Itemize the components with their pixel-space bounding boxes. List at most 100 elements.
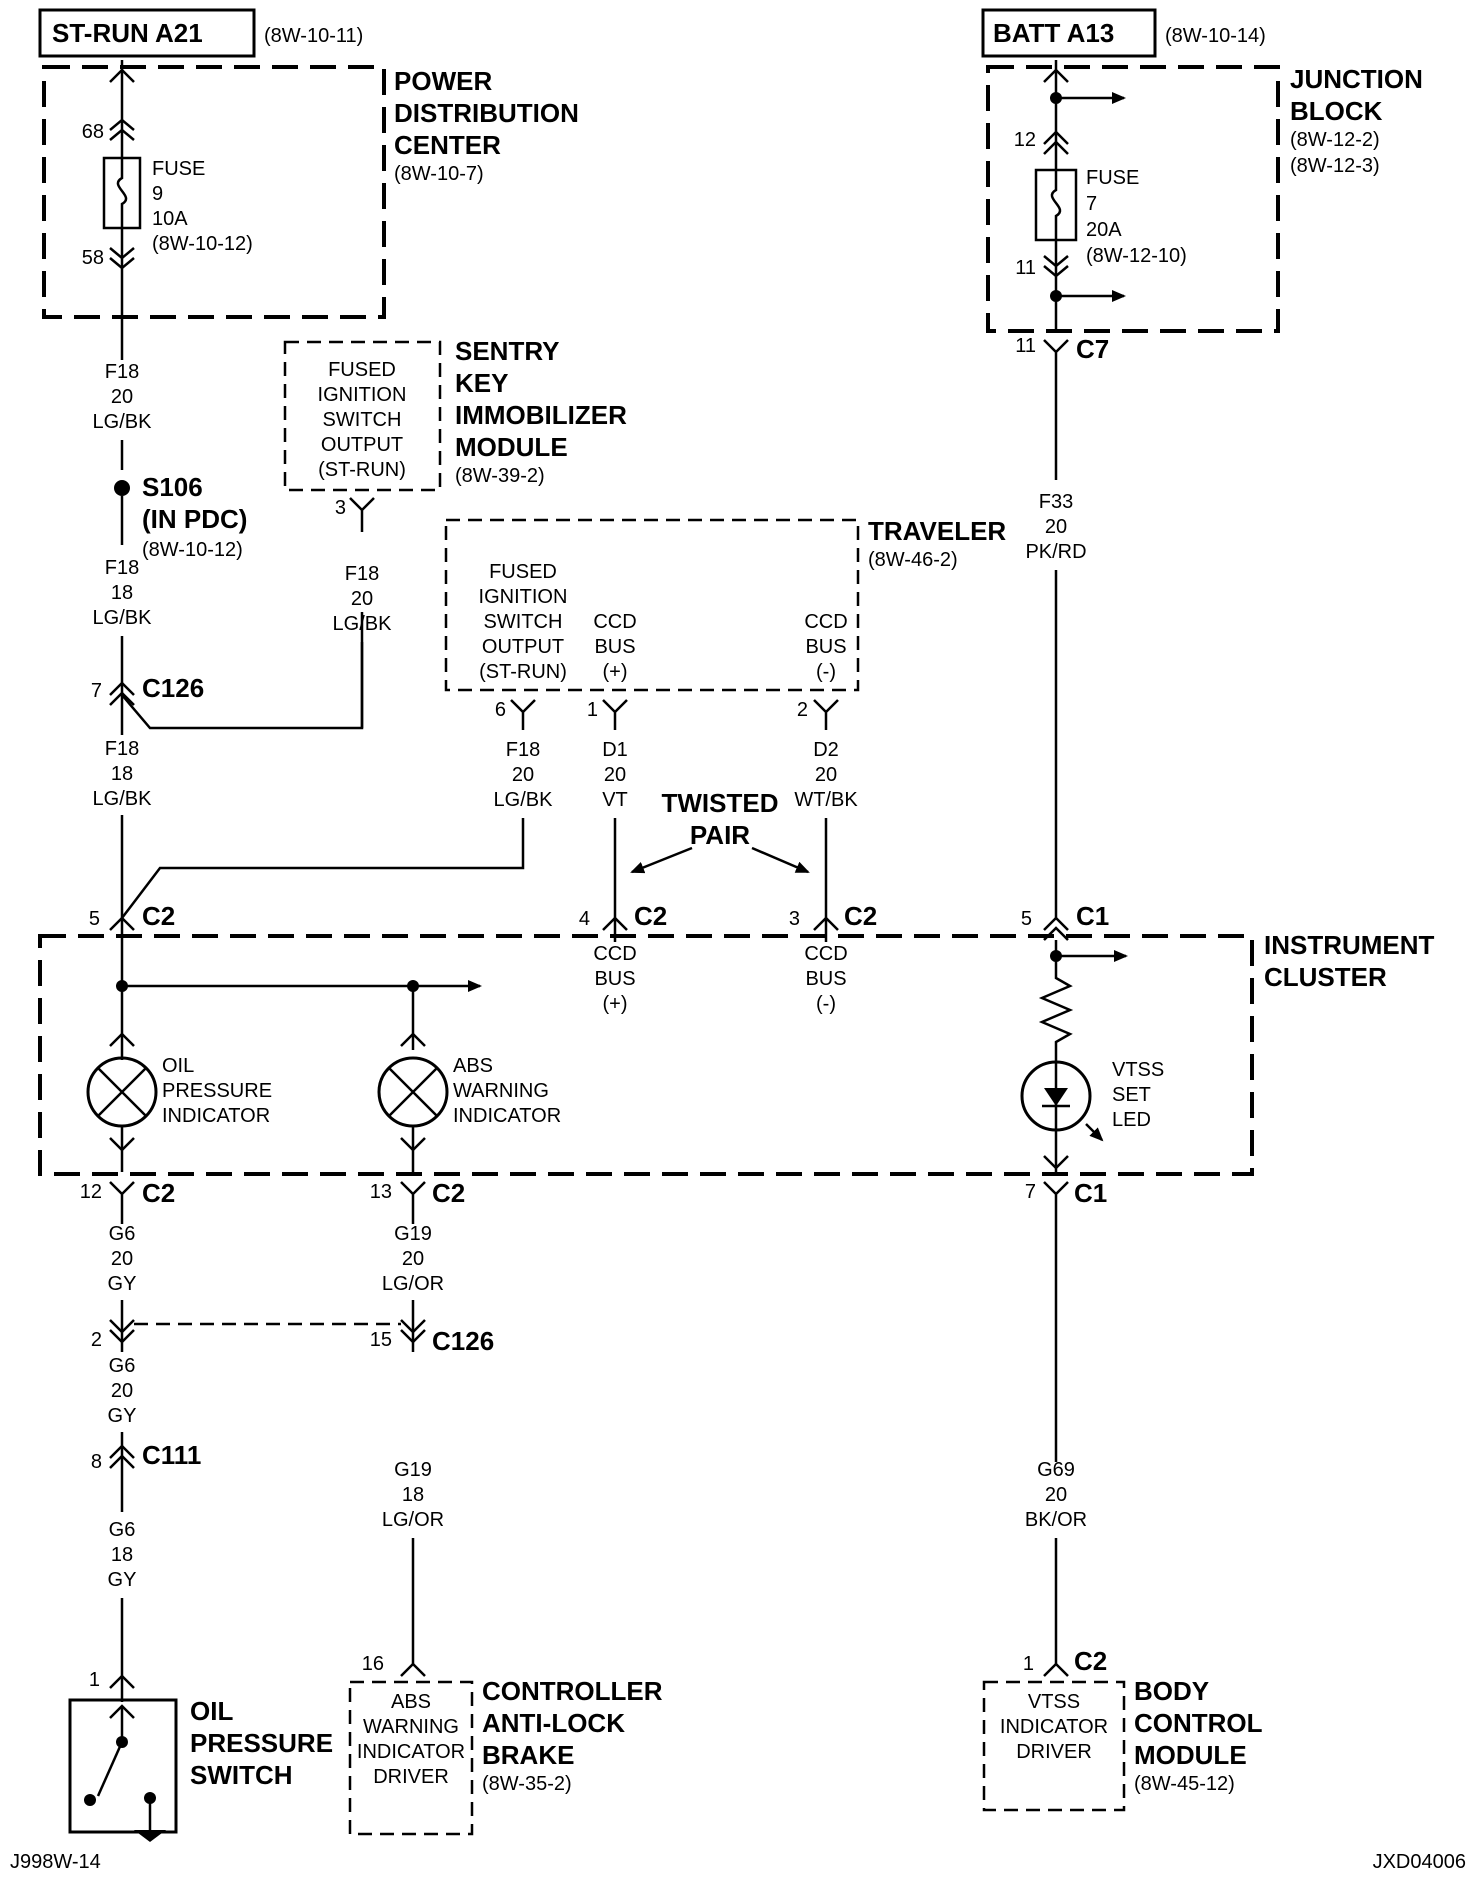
- cluster-top-pin-3: 3: [789, 908, 800, 930]
- svg-text:G19: G19: [394, 1223, 432, 1245]
- svg-text:LG/OR: LG/OR: [382, 1509, 444, 1531]
- splice-s106-dot: [114, 480, 130, 496]
- wire-label-f33: F33 20 PK/RD: [1025, 491, 1086, 563]
- svg-text:(+): (+): [603, 993, 628, 1015]
- power-distribution-center: POWER DISTRIBUTION CENTER (8W-10-7): [42, 65, 579, 319]
- svg-text:LG/BK: LG/BK: [494, 789, 554, 811]
- svg-text:GY: GY: [108, 1569, 137, 1591]
- pdc-pin-in: 68: [82, 121, 104, 143]
- sentry-key-immobilizer-module: FUSED IGNITION SWITCH OUTPUT (ST-RUN) SE…: [283, 336, 627, 492]
- c126-top-pin: 7: [91, 680, 102, 702]
- c7-pin: 11: [1015, 335, 1036, 357]
- fuse-9: FUSE 9 10A (8W-10-12): [102, 150, 253, 255]
- svg-text:D2: D2: [813, 739, 839, 761]
- svg-text:G6: G6: [109, 1519, 136, 1541]
- bcm-conn: C2: [1074, 1646, 1107, 1676]
- svg-text:BUS: BUS: [805, 968, 846, 990]
- vtss-set-led-icon: [1020, 1060, 1104, 1172]
- svg-text:(-): (-): [816, 993, 836, 1015]
- svg-text:MODULE: MODULE: [455, 432, 568, 462]
- svg-text:LG/BK: LG/BK: [333, 613, 393, 635]
- svg-text:INSTRUMENT: INSTRUMENT: [1264, 930, 1435, 960]
- wire-label-g6-c: G6 18 GY: [108, 1519, 137, 1591]
- cluster-top-name-3: C2: [844, 901, 877, 931]
- cluster-bottom-name-3: C1: [1074, 1178, 1107, 1208]
- svg-text:DRIVER: DRIVER: [373, 1766, 449, 1788]
- svg-text:IGNITION: IGNITION: [318, 384, 407, 406]
- fuse9-l1: FUSE: [152, 158, 205, 180]
- svg-text:CCD: CCD: [804, 611, 847, 633]
- oil-switch-pin: 1: [89, 1669, 100, 1691]
- svg-text:LG/BK: LG/BK: [93, 607, 153, 629]
- svg-text:CCD: CCD: [593, 943, 636, 965]
- svg-text:18: 18: [111, 1544, 133, 1566]
- svg-text:BUS: BUS: [594, 968, 635, 990]
- svg-text:ABS: ABS: [391, 1691, 431, 1713]
- svg-text:OIL: OIL: [190, 1696, 233, 1726]
- svg-text:SWITCH: SWITCH: [190, 1760, 293, 1790]
- svg-text:TRAVELER: TRAVELER: [868, 516, 1006, 546]
- cluster-bottom-pin-2: 13: [370, 1181, 392, 1203]
- svg-text:F18: F18: [345, 563, 379, 585]
- svg-text:F18: F18: [105, 738, 139, 760]
- batt-title: BATT A13: [993, 18, 1114, 48]
- fuse9-l4: (8W-10-12): [152, 233, 253, 255]
- svg-text:20: 20: [351, 588, 373, 610]
- svg-text:20A: 20A: [1086, 219, 1122, 241]
- svg-text:(+): (+): [603, 661, 628, 683]
- wire-label-g6-a: G6 20 GY: [108, 1223, 137, 1295]
- cluster-bottom-pin-1: 12: [80, 1181, 102, 1203]
- svg-text:F18: F18: [105, 361, 139, 383]
- svg-text:SWITCH: SWITCH: [484, 611, 563, 633]
- oil-switch-connector-icon: [109, 1674, 135, 1689]
- svg-text:(ST-RUN): (ST-RUN): [318, 459, 406, 481]
- body-control-module: VTSS INDICATOR DRIVER BODY CONTROL MODUL…: [982, 1676, 1263, 1812]
- svg-text:(ST-RUN): (ST-RUN): [479, 661, 567, 683]
- svg-text:LG/BK: LG/BK: [93, 411, 153, 433]
- svg-text:20: 20: [512, 764, 534, 786]
- twisted-pair-1: TWISTED: [662, 788, 779, 818]
- resistor-icon: [1038, 940, 1074, 1080]
- svg-text:PRESSURE: PRESSURE: [190, 1728, 333, 1758]
- svg-text:(8W-46-2): (8W-46-2): [868, 549, 958, 571]
- svg-text:DRIVER: DRIVER: [1016, 1741, 1092, 1763]
- svg-text:WT/BK: WT/BK: [794, 789, 858, 811]
- svg-text:CCD: CCD: [804, 943, 847, 965]
- wire-label-f18-b: F18 18 LG/BK: [93, 557, 153, 629]
- svg-text:20: 20: [402, 1248, 424, 1270]
- arrow-up-st-run: [109, 68, 135, 83]
- svg-text:INDICATOR: INDICATOR: [1000, 1716, 1108, 1738]
- svg-text:20: 20: [111, 1380, 133, 1402]
- pdc-ref: (8W-10-7): [394, 163, 484, 185]
- wire-label-f18-a: F18 20 LG/BK: [93, 361, 153, 433]
- svg-text:PK/RD: PK/RD: [1025, 541, 1086, 563]
- cluster-top-name-1: C2: [142, 901, 175, 931]
- wire-label-g69: G69 20 BK/OR: [1025, 1459, 1087, 1531]
- svg-text:G19: G19: [394, 1459, 432, 1481]
- twisted-pair-right-arrow: [751, 846, 810, 874]
- twisted-pair-2: PAIR: [690, 820, 750, 850]
- svg-text:LED: LED: [1112, 1109, 1151, 1131]
- svg-text:INDICATOR: INDICATOR: [162, 1105, 270, 1127]
- wire-label-g6-b: G6 20 GY: [108, 1355, 137, 1427]
- junction-block: JUNCTION BLOCK (8W-12-2) (8W-12-3): [986, 64, 1423, 333]
- controller-anti-lock-brake: ABS WARNING INDICATOR DRIVER CONTROLLER …: [348, 1676, 663, 1836]
- svg-text:(-): (-): [816, 661, 836, 683]
- fuse9-l3: 10A: [152, 208, 188, 230]
- svg-text:20: 20: [1045, 516, 1067, 538]
- fuse-7: FUSE 7 20A (8W-12-10): [1034, 165, 1187, 267]
- svg-text:OIL: OIL: [162, 1055, 194, 1077]
- svg-text:FUSE: FUSE: [1086, 167, 1139, 189]
- c111-name: C111: [142, 1440, 201, 1470]
- svg-text:SWITCH: SWITCH: [323, 409, 402, 431]
- wire-label-d2: D2 20 WT/BK: [794, 739, 858, 811]
- pdc-name-1: POWER: [394, 66, 492, 96]
- wire-label-g19-a: G19 20 LG/OR: [382, 1223, 444, 1295]
- c7-name: C7: [1076, 334, 1109, 364]
- svg-text:ABS: ABS: [453, 1055, 493, 1077]
- wire-label-f18-d: F18 18 LG/BK: [93, 738, 153, 810]
- c126-bottom-pin-right: 15: [370, 1329, 392, 1351]
- svg-text:ANTI-LOCK: ANTI-LOCK: [482, 1708, 625, 1738]
- svg-text:INDICATOR: INDICATOR: [453, 1105, 561, 1127]
- wire-label-d1: D1 20 VT: [602, 739, 628, 811]
